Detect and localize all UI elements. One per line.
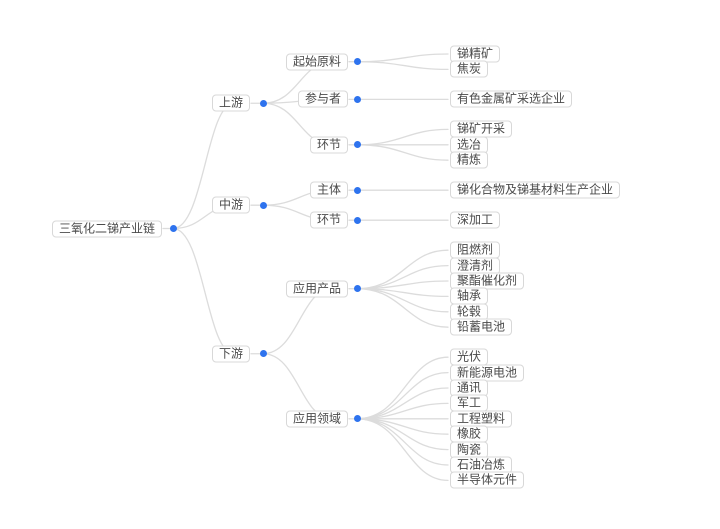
node-upstream[interactable]: 上游 (211, 94, 250, 112)
edge (356, 288, 449, 328)
edge (356, 356, 449, 420)
leaf-node[interactable]: 焦炭 (450, 60, 489, 78)
collapse-dot[interactable] (353, 216, 361, 224)
collapse-dot[interactable] (353, 285, 361, 293)
leaf-node[interactable]: 橡胶 (450, 425, 489, 443)
node-upstream-stages[interactable]: 环节 (309, 136, 348, 154)
edge (262, 353, 333, 420)
leaf-node[interactable]: 光伏 (450, 348, 489, 366)
leaf-node[interactable]: 深加工 (450, 211, 501, 229)
edge (356, 371, 449, 420)
leaf-node[interactable]: 轴承 (450, 287, 489, 305)
node-main-entities[interactable]: 主体 (309, 181, 348, 199)
leaf-node[interactable]: 锑矿开采 (450, 120, 513, 138)
leaf-node[interactable]: 军工 (450, 394, 489, 412)
node-midstream[interactable]: 中游 (211, 196, 250, 214)
node-root[interactable]: 三氧化二锑产业链 (51, 220, 162, 237)
node-application-fields[interactable]: 应用领域 (285, 410, 348, 428)
edge (356, 53, 449, 63)
edge (356, 249, 449, 290)
leaf-node[interactable]: 石油冶炼 (450, 456, 513, 474)
edge (356, 144, 449, 161)
leaf-node[interactable]: 陶瓷 (450, 441, 489, 459)
collapse-dot[interactable] (169, 225, 177, 232)
leaf-node[interactable]: 铅蓄电池 (450, 318, 513, 336)
collapse-dot[interactable] (259, 99, 267, 107)
edge (356, 61, 449, 71)
collapse-dot[interactable] (353, 141, 361, 149)
leaf-node[interactable]: 新能源电池 (450, 364, 525, 382)
leaf-node[interactable]: 通讯 (450, 379, 489, 397)
node-midstream-stages[interactable]: 环节 (309, 211, 348, 229)
collapse-dot[interactable] (353, 58, 361, 66)
leaf-node[interactable]: 锑化合物及锑基材料生产企业 (450, 181, 621, 199)
leaf-node[interactable]: 有色金属矿采选企业 (450, 90, 573, 108)
edge (262, 288, 333, 355)
edge (356, 387, 449, 420)
collapse-dot[interactable] (353, 95, 361, 103)
node-starting-materials[interactable]: 起始原料 (285, 53, 348, 71)
leaf-node[interactable]: 工程塑料 (450, 410, 513, 428)
node-downstream[interactable]: 下游 (211, 345, 250, 363)
node-application-products[interactable]: 应用产品 (285, 280, 348, 298)
collapse-dot[interactable] (259, 201, 267, 209)
collapse-dot[interactable] (353, 186, 361, 194)
leaf-node[interactable]: 精炼 (450, 151, 489, 169)
collapse-dot[interactable] (259, 350, 267, 358)
edge (356, 418, 449, 482)
node-participants[interactable]: 参与者 (297, 90, 348, 108)
edge (356, 128, 449, 146)
edge (356, 418, 449, 451)
collapse-dot[interactable] (353, 415, 361, 423)
leaf-node[interactable]: 半导体元件 (450, 471, 525, 489)
edge (172, 227, 235, 355)
